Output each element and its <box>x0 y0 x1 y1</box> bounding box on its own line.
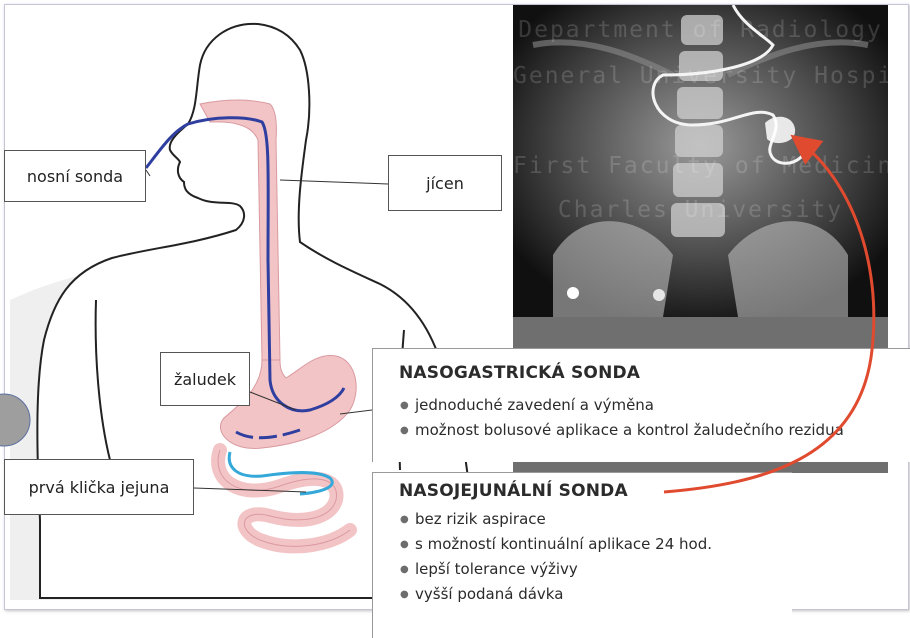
contrast-blob <box>765 117 795 143</box>
list-item: možnost bolusové aplikace a kontrol žalu… <box>399 418 910 443</box>
leader-nasal <box>146 170 150 176</box>
list-item: bez rizik aspirace <box>399 507 792 532</box>
nasogastric-title: NASOGASTRICKÁ SONDA <box>399 363 910 383</box>
nasojejunal-title: NASOJEJUNÁLNÍ SONDA <box>399 481 792 501</box>
nasogastric-list: jednoduché zavedení a výměna možnost bol… <box>399 393 910 443</box>
label-esophagus: jícen <box>388 155 502 211</box>
list-item: jednoduché zavedení a výměna <box>399 393 910 418</box>
label-nasal-tube: nosní sonda <box>4 150 146 202</box>
list-item: s možností kontinuální aplikace 24 hod. <box>399 532 792 557</box>
xray-watermark-1: Department of Radiology <box>513 17 888 43</box>
list-item: lepší tolerance výživy <box>399 557 792 582</box>
xray-watermark-2: General University Hospital <box>513 63 888 89</box>
xray-image: Department of Radiology General Universi… <box>513 5 888 317</box>
nasojejunal-list: bez rizik aspirace s možností kontinuáln… <box>399 507 792 607</box>
nasogastric-box: NASOGASTRICKÁ SONDA jednoduché zavedení … <box>372 348 910 462</box>
nasojejunal-box: NASOJEJUNÁLNÍ SONDA bez rizik aspirace s… <box>372 472 792 638</box>
label-jejunum: prvá klička jejuna <box>4 459 194 515</box>
label-stomach: žaludek <box>160 352 250 406</box>
list-item: vyšší podaná dávka <box>399 582 792 607</box>
xray-watermark-4: Charles University <box>513 197 888 223</box>
xray-watermark-3: First Faculty of Medicine <box>513 153 888 179</box>
